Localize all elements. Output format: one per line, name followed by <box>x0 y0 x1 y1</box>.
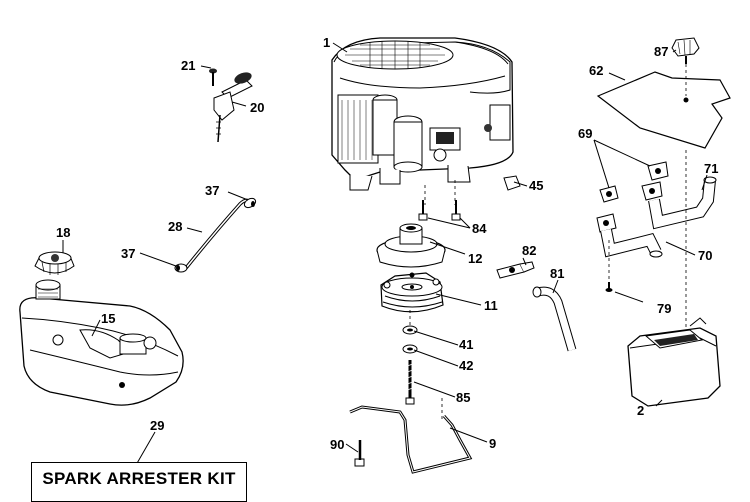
bolts-84-drawing <box>418 200 461 221</box>
part-label-engine: 1 <box>323 35 330 50</box>
part-label-bolt-85: 85 <box>456 390 470 405</box>
part-label-knob: 87 <box>654 44 668 59</box>
leader-lines <box>62 42 708 466</box>
bracket-drawing <box>349 405 473 474</box>
clutch-drawing <box>380 272 444 313</box>
part-label-kit: 29 <box>150 418 164 433</box>
knob-drawing <box>671 37 700 64</box>
part-label-fitting: 82 <box>522 243 536 258</box>
hose-drawing <box>174 197 257 273</box>
heat-shield-drawing <box>596 71 731 149</box>
part-label-washer-41: 41 <box>459 337 473 352</box>
bolt-79-drawing <box>605 282 613 292</box>
gaskets-drawing <box>596 161 669 233</box>
spark-arrester-kit-box: SPARK ARRESTER KIT <box>31 462 247 502</box>
muffler-drawing <box>627 317 721 407</box>
part-label-bolt-79: 79 <box>657 301 671 316</box>
part-label-tube: 81 <box>550 266 564 281</box>
part-label-bracket: 9 <box>489 436 496 451</box>
part-label-bolt-90: 90 <box>330 437 344 452</box>
fuel-tank-drawing <box>19 279 184 406</box>
exhaust-pipe-70-drawing <box>600 228 663 258</box>
bolt-85-drawing <box>405 360 415 405</box>
washer-41-drawing <box>402 325 418 335</box>
engine-drawing <box>331 37 514 191</box>
dipstick-drawing <box>213 72 253 143</box>
part-label-bolts-84: 84 <box>472 221 487 236</box>
nut-45-drawing <box>503 175 521 191</box>
part-label-dipstick: 20 <box>250 100 264 115</box>
part-label-muffler: 2 <box>637 403 644 418</box>
washer-42-drawing <box>402 344 418 354</box>
bolt-21-drawing <box>209 68 217 86</box>
part-label-gaskets: 69 <box>578 126 592 141</box>
part-label-nut-45: 45 <box>529 178 543 193</box>
part-label-fuel-cap: 18 <box>56 225 70 240</box>
part-label-clamp-top: 37 <box>205 183 219 198</box>
exhaust-pipe-71-drawing <box>648 176 717 230</box>
fuel-cap-drawing <box>34 251 75 275</box>
part-label-clamp-left: 37 <box>121 246 135 261</box>
part-label-pulley: 12 <box>468 251 482 266</box>
pulley-drawing <box>376 223 446 268</box>
part-label-pipe-70: 70 <box>698 248 712 263</box>
bolt-90-drawing <box>354 440 365 467</box>
part-label-pipe-71: 71 <box>704 161 718 176</box>
part-label-bolt-21: 21 <box>181 58 195 73</box>
part-label-hose: 28 <box>168 219 182 234</box>
part-label-shield: 62 <box>589 63 603 78</box>
fitting-drawing <box>496 261 535 279</box>
tube-drawing <box>532 286 577 352</box>
part-label-washer-42: 42 <box>459 358 473 373</box>
part-label-clutch: 11 <box>484 298 498 313</box>
part-label-fuel-tank: 15 <box>101 311 115 326</box>
spark-arrester-kit-label: SPARK ARRESTER KIT <box>42 469 236 488</box>
